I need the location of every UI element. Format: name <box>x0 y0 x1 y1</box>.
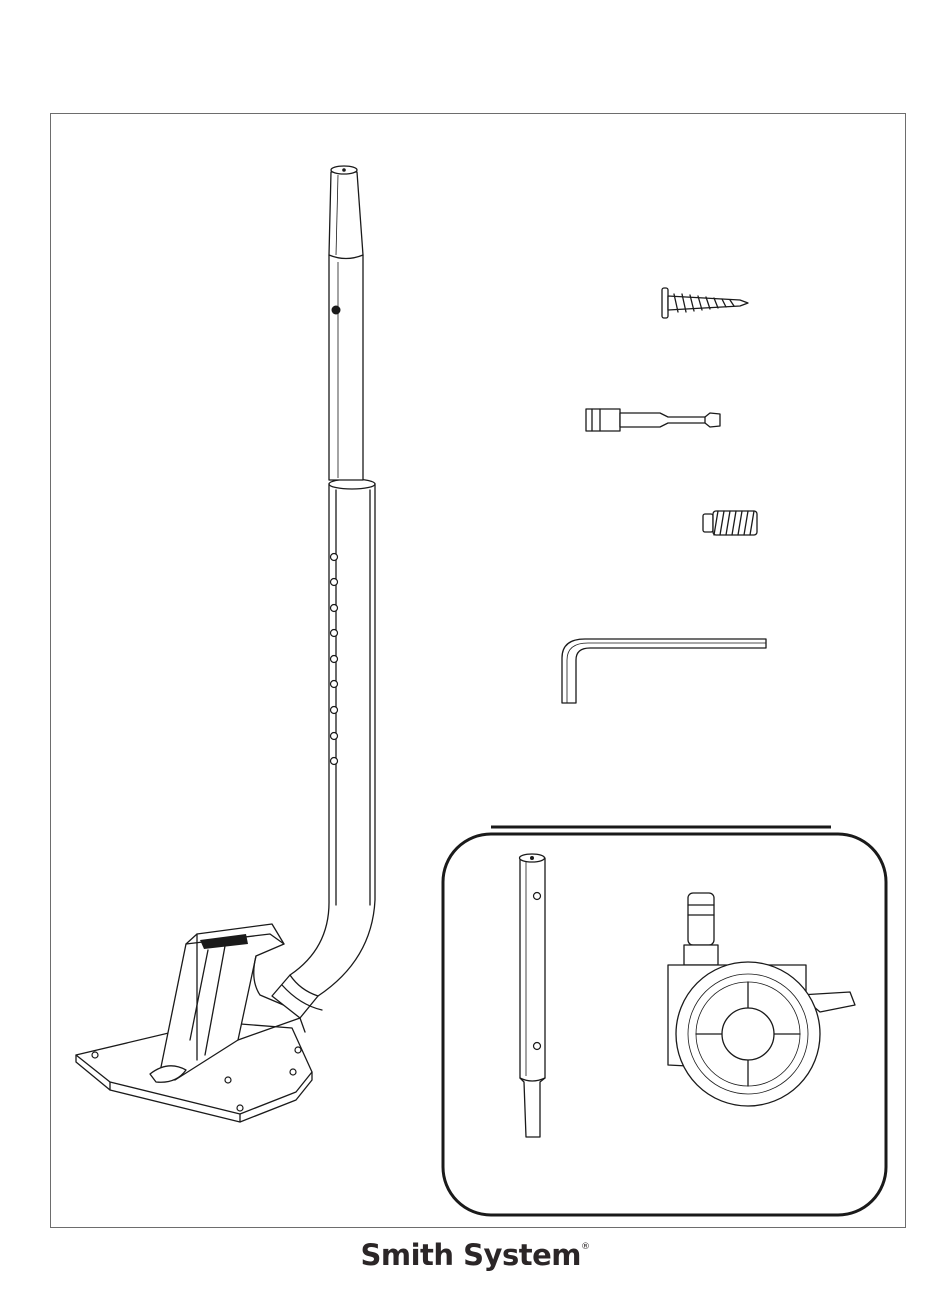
post-icon <box>520 854 546 1137</box>
brand-logo: Smith System® <box>0 1238 950 1272</box>
screw-icon <box>662 288 748 318</box>
leg-assembly-illustration <box>76 166 375 1122</box>
caster-icon <box>668 893 855 1106</box>
registered-mark: ® <box>581 1242 590 1252</box>
driver-bit-icon <box>586 409 720 431</box>
brand-name: Smith System <box>361 1238 581 1272</box>
upper-tube <box>329 172 363 480</box>
lower-tube <box>272 484 375 1018</box>
adjustment-holes <box>331 554 338 765</box>
set-screw-hole <box>332 306 341 315</box>
set-screw-icon <box>703 511 757 535</box>
hex-key-icon <box>562 639 766 703</box>
